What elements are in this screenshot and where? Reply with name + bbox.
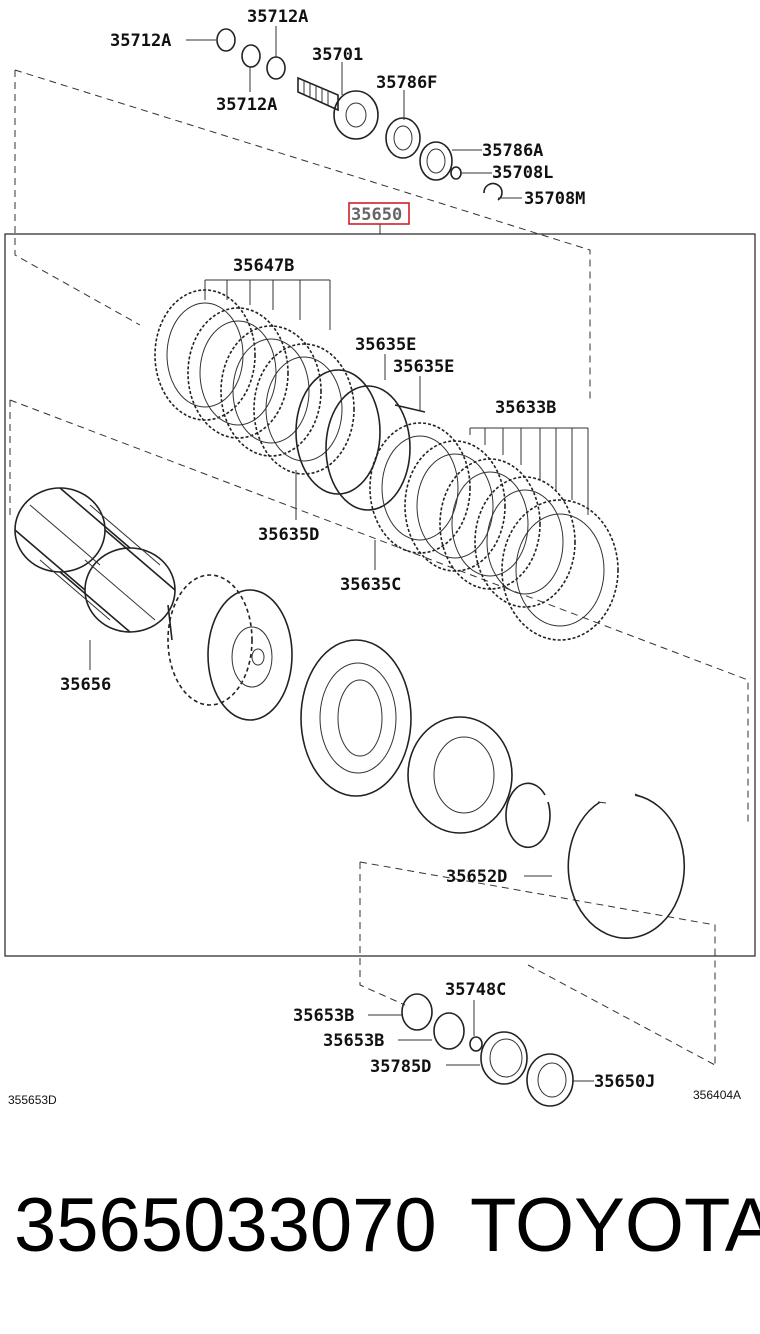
label-35786a: 35786A [482,141,543,161]
label-35650[interactable]: 35650 [351,205,402,225]
label-35635e-1: 35635E [355,335,416,355]
brand-name: TOYOTA [470,1183,760,1268]
label-35653b-2: 35653B [323,1031,384,1051]
piston-assembly [300,639,686,939]
label-35635e-2: 35635E [393,357,454,377]
highlight-box [348,202,410,225]
clutch-plate-stack-35647b [154,289,355,475]
label-35656: 35656 [60,675,111,695]
label-35712a-1: 35712A [110,31,171,51]
label-35701: 35701 [312,45,363,65]
label-35708m: 35708M [524,189,585,209]
label-35785d: 35785D [370,1057,431,1077]
label-35633b: 35633B [495,398,556,418]
clutch-plate-stack-35633b [369,422,619,641]
snap-rings-35635 [295,369,426,511]
label-35635d: 35635D [258,525,319,545]
label-35652d: 35652D [446,867,507,887]
label-35653b-1: 35653B [293,1006,354,1026]
figure-code-left: 355653D [8,1093,57,1107]
label-35708l: 35708L [492,163,553,183]
bottom-seal-parts [401,993,574,1107]
drum-35656 [14,487,176,633]
label-35712a-3: 35712A [216,95,277,115]
label-35786f: 35786F [376,73,437,93]
part-labels: 35712A 35712A 35712A 35701 35786F 35786A… [8,7,741,1107]
clutch-hub [167,574,293,721]
top-shaft-parts [216,28,503,201]
label-35712a-2: 35712A [247,7,308,27]
label-35635c: 35635C [340,575,401,595]
dashed-guides [9,69,749,1066]
label-35650j: 35650J [594,1072,655,1092]
label-35748c: 35748C [445,980,506,1000]
part-number: 3565033070 [14,1183,437,1268]
leader-lines [89,26,594,1082]
label-35647b: 35647B [233,256,294,276]
figure-code-right: 356404A [693,1088,741,1102]
